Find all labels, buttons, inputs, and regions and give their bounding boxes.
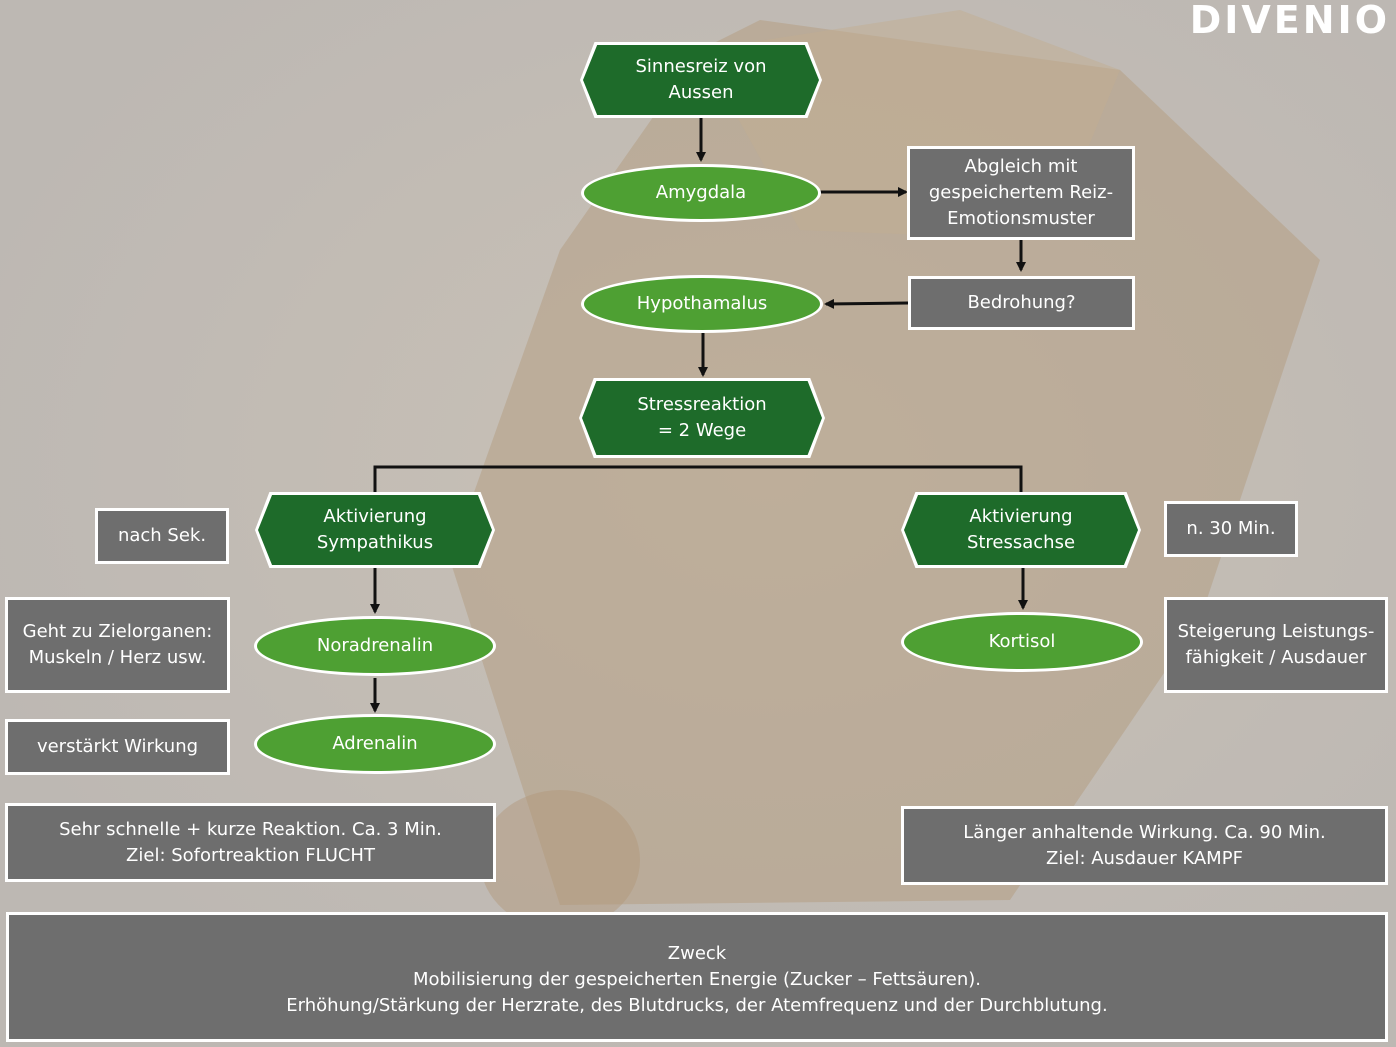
note-schnell-line1: Sehr schnelle + kurze Reaktion. Ca. 3 Mi…: [59, 818, 442, 840]
note-zielorgane-line1: Geht zu Zielorganen:: [22, 621, 213, 642]
note-30-min: n. 30 Min.: [1164, 501, 1298, 557]
note-steigerung-line2: fähigkeit / Ausdauer: [1185, 647, 1367, 668]
note-nach-sek: nach Sek.: [95, 508, 229, 564]
note-schnell-line2: Ziel: Sofortreaktion FLUCHT: [126, 844, 375, 866]
sinnesreiz-line2: Aussen: [668, 82, 734, 103]
purpose-title: Zweck: [667, 943, 727, 964]
note-steigerung-line1: Steigerung Leistungs-: [1177, 621, 1375, 642]
purpose-line2: Erhöhung/Stärkung der Herzrate, des Blut…: [286, 995, 1108, 1016]
bedrohung-node: Bedrohung?: [908, 276, 1135, 330]
hypothamalus-label: Hypothamalus: [636, 293, 768, 314]
purpose-panel: Zweck Mobilisierung der gespeicherten En…: [6, 912, 1388, 1042]
abgleich-node: Abgleich mit gespeichertem Reiz- Emotionsm…: [907, 146, 1135, 240]
sinnesreiz-line1: Sinnesreiz von: [635, 56, 767, 77]
sympathikus-line2: Sympathikus: [316, 532, 434, 553]
note-laenger: Länger anhaltende Wirkung. Ca. 90 Min. Zi…: [901, 806, 1388, 885]
note-zielorgane-line2: Muskeln / Herz usw.: [28, 647, 207, 668]
kortisol-node: Kortisol: [901, 612, 1143, 672]
stressachse-line2: Stressachse: [966, 532, 1076, 553]
stone-block: [450, 20, 1320, 905]
note-laenger-line2: Ziel: Ausdauer KAMPF: [1046, 847, 1243, 869]
divenio-logo: DIVENIO: [1189, 0, 1390, 42]
purpose-line1: Mobilisierung der gespeicherten Energie …: [413, 969, 981, 990]
bedrohung-label: Bedrohung?: [967, 292, 1076, 313]
stressreaktion-line1: Stressreaktion: [637, 394, 767, 415]
amygdala-node: Amygdala: [581, 164, 821, 222]
stressachse-line1: Aktivierung: [969, 506, 1073, 527]
note-verstaerkt-label: verstärkt Wirkung: [36, 736, 199, 757]
abgleich-line1: Abgleich mit: [964, 156, 1078, 177]
stressreaktion-node: Stressreaktion = 2 Wege: [582, 381, 822, 455]
abgleich-line3: Emotionsmuster: [947, 208, 1095, 229]
kortisol-label: Kortisol: [988, 631, 1056, 652]
note-verstaerkt: verstärkt Wirkung: [5, 719, 230, 775]
hypothamalus-node: Hypothamalus: [581, 275, 823, 333]
adrenalin-node: Adrenalin: [254, 714, 496, 774]
stressreaktion-line2: = 2 Wege: [657, 420, 747, 441]
amygdala-label: Amygdala: [655, 182, 747, 203]
abgleich-line2: gespeichertem Reiz-: [928, 182, 1114, 203]
note-30-min-label: n. 30 Min.: [1186, 518, 1276, 539]
note-nach-sek-label: nach Sek.: [117, 525, 207, 546]
noradrenalin-label: Noradrenalin: [316, 635, 434, 656]
stone-shadow: [480, 790, 640, 930]
note-schnell: Sehr schnelle + kurze Reaktion. Ca. 3 Mi…: [5, 803, 496, 882]
note-zielorgane: Geht zu Zielorganen: Muskeln / Herz usw.: [5, 597, 230, 693]
noradrenalin-node: Noradrenalin: [254, 616, 496, 676]
note-steigerung: Steigerung Leistungs-fähigkeit / Ausdaue…: [1164, 597, 1388, 693]
adrenalin-label: Adrenalin: [332, 733, 418, 754]
sympathikus-line1: Aktivierung: [323, 506, 427, 527]
note-laenger-line1: Länger anhaltende Wirkung. Ca. 90 Min.: [963, 821, 1326, 843]
